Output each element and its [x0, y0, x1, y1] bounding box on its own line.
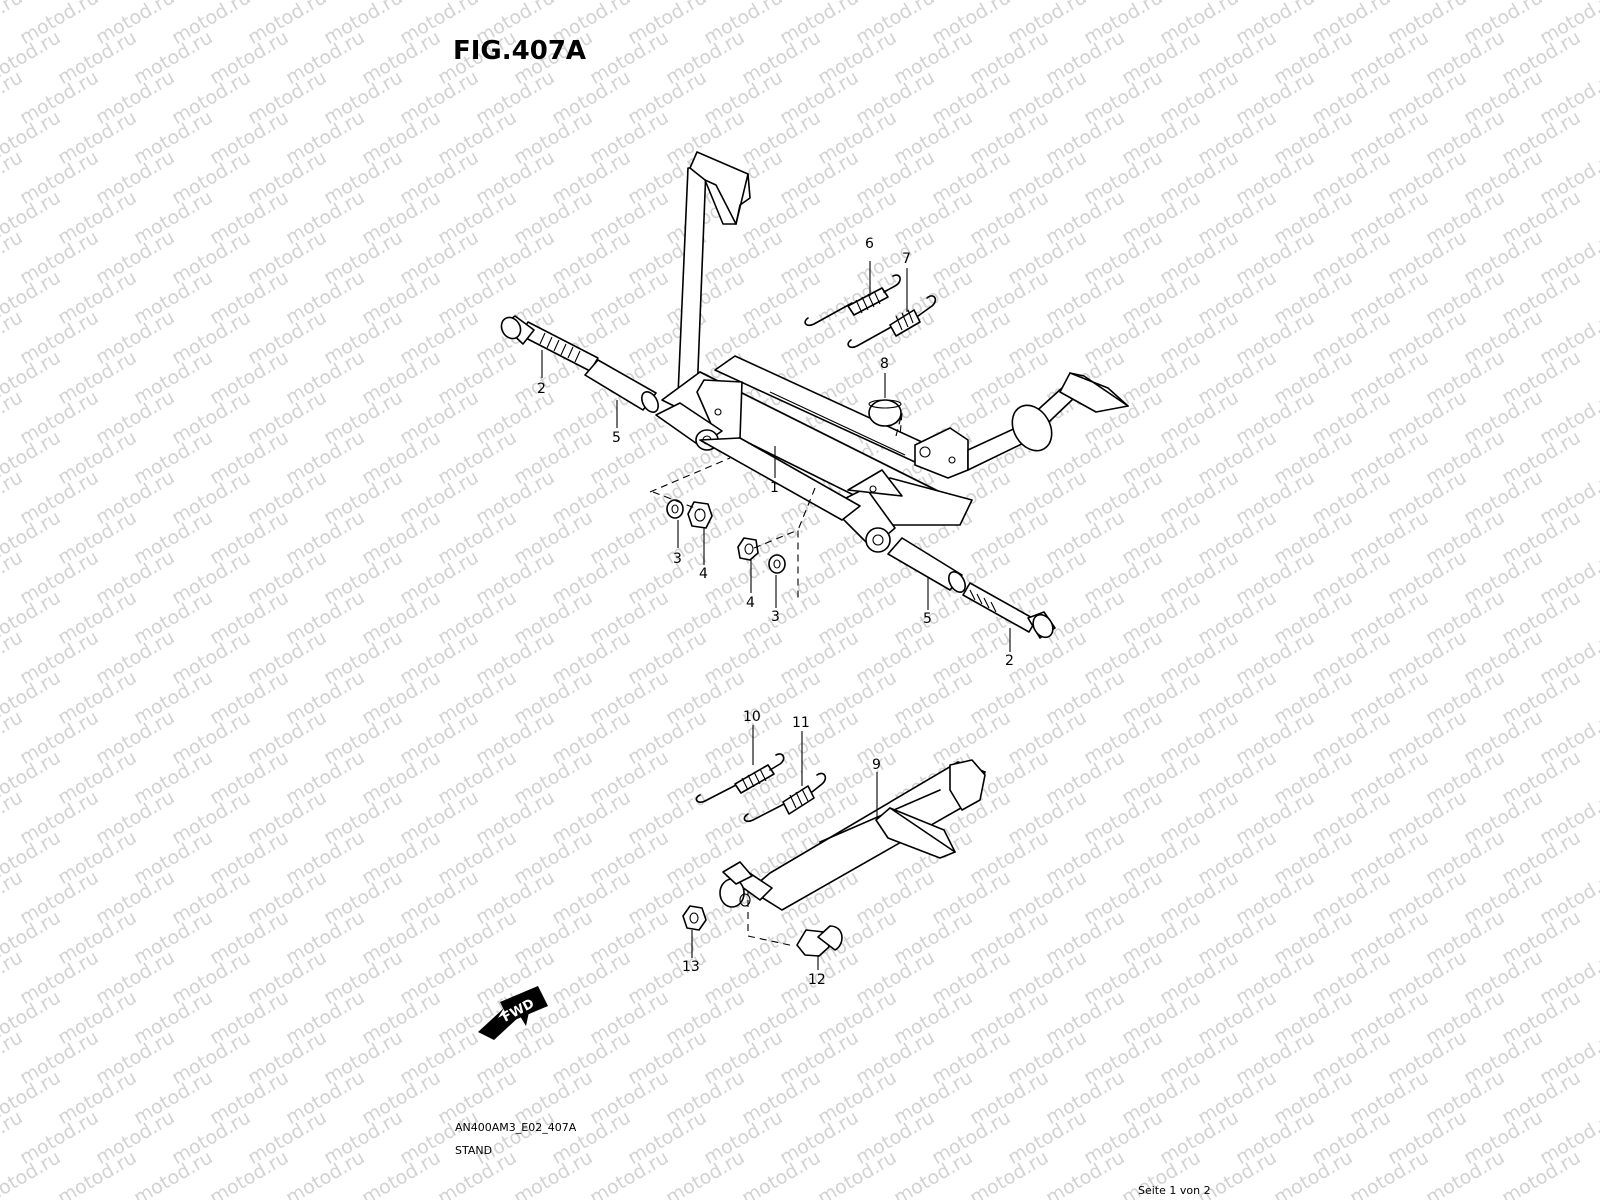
- collar-lower: [887, 537, 966, 593]
- bolt-lower: [962, 582, 1056, 639]
- callout-5-upper: 5: [612, 430, 621, 446]
- callout-9: 9: [872, 757, 881, 773]
- callout-3-right: 3: [771, 609, 780, 625]
- callout-2-upper: 2: [537, 381, 546, 397]
- bolt-upper: [500, 315, 599, 372]
- callout-5-lower: 5: [923, 611, 932, 627]
- callout-6: 6: [865, 236, 874, 252]
- callout-7: 7: [902, 251, 911, 267]
- callout-13: 13: [682, 959, 700, 975]
- figure-title: FIG.407A: [453, 36, 587, 66]
- center-stand-assembly: [655, 151, 1129, 553]
- callout-1: 1: [770, 480, 779, 496]
- nut-right: [737, 537, 759, 561]
- callout-4-right: 4: [746, 595, 755, 611]
- collar-upper: [584, 359, 659, 413]
- page-indicator: Seite 1 von 2: [1138, 1184, 1211, 1197]
- callout-3-left: 3: [673, 551, 682, 567]
- cap-8: [868, 399, 902, 427]
- callout-10: 10: [743, 709, 761, 725]
- side-stand-assembly: [719, 759, 986, 911]
- nut-left: [687, 501, 713, 529]
- spring-10: [695, 753, 785, 803]
- washer-right: [768, 554, 786, 574]
- callout-11: 11: [792, 715, 810, 731]
- bolt-12: [796, 925, 843, 957]
- callout-2-lower: 2: [1005, 653, 1014, 669]
- fwd-arrow-icon: FWD: [478, 986, 548, 1040]
- drawing-code: AN400AM3_E02_407A: [455, 1121, 577, 1134]
- callout-8: 8: [880, 356, 889, 372]
- drawing-name: STAND: [455, 1144, 493, 1157]
- spring-6: [804, 274, 901, 327]
- callout-4-left: 4: [699, 566, 708, 582]
- spring-7: [847, 295, 937, 349]
- callout-12: 12: [808, 972, 826, 988]
- spring-11: [743, 772, 827, 823]
- nut-13: [682, 905, 707, 931]
- washer-left: [666, 499, 684, 519]
